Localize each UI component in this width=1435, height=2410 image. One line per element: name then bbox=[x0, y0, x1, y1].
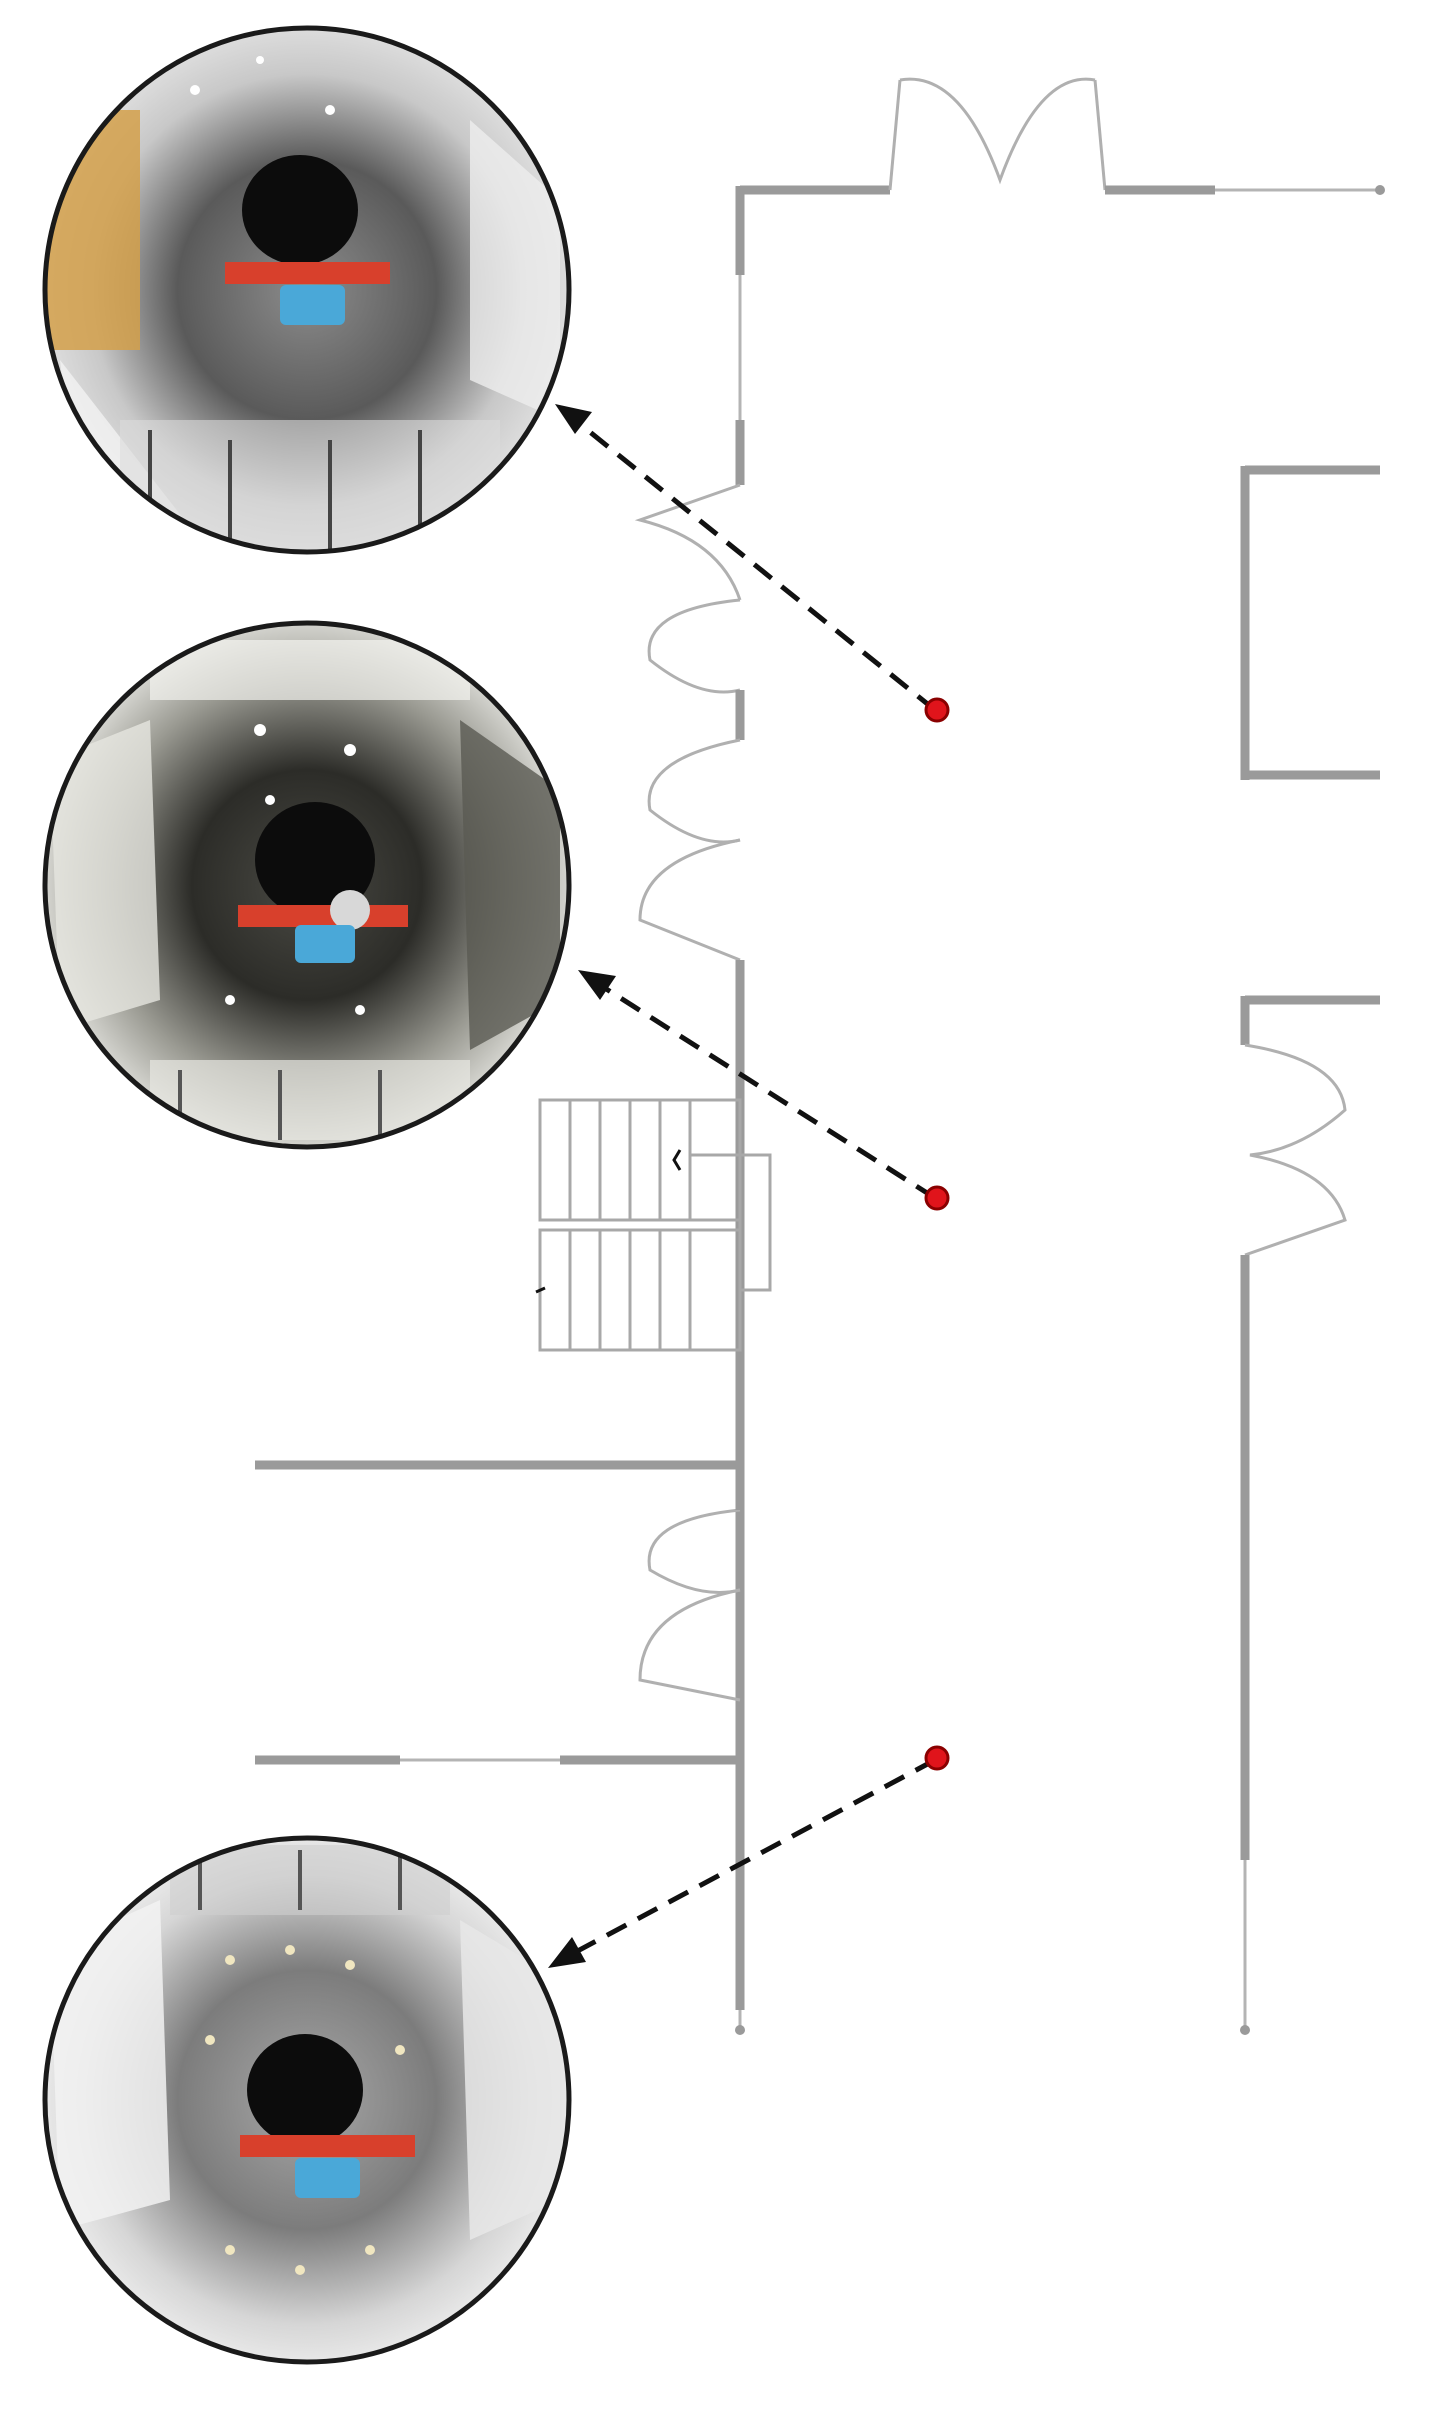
left-side-rooms bbox=[255, 1460, 745, 1765]
robot-bumper-icon bbox=[238, 905, 408, 927]
robot-body-icon bbox=[295, 925, 355, 963]
view-arrows bbox=[548, 404, 937, 1968]
fisheye-view-1 bbox=[42, 25, 572, 555]
top-wall bbox=[735, 77, 1385, 470]
arrow-head-2 bbox=[578, 970, 616, 1000]
right-room bbox=[1240, 465, 1380, 780]
robot-bumper-icon bbox=[240, 2135, 415, 2157]
fisheye-view-2 bbox=[42, 620, 572, 1150]
left-corridor-wall bbox=[634, 470, 745, 2035]
camera-markers bbox=[924, 697, 950, 1771]
robot-body-icon bbox=[295, 2158, 360, 2198]
person-head-icon bbox=[247, 2034, 363, 2146]
floor-plan bbox=[255, 77, 1385, 2035]
camera-position-3-marker[interactable] bbox=[924, 1745, 950, 1771]
camera-position-2-marker[interactable] bbox=[924, 1185, 950, 1211]
arrow-head-3 bbox=[548, 1937, 586, 1968]
arrow-head-1 bbox=[555, 404, 592, 434]
person-head-icon bbox=[255, 802, 375, 918]
person-head-icon bbox=[242, 155, 358, 265]
right-corridor-wall bbox=[1240, 995, 1380, 2035]
staircase bbox=[535, 1098, 772, 1352]
camera-position-1-marker[interactable] bbox=[924, 697, 950, 723]
robot-body-icon bbox=[280, 285, 345, 325]
person-hand-icon bbox=[330, 890, 370, 930]
fisheye-view-3 bbox=[42, 1835, 572, 2365]
robot-bumper-icon bbox=[225, 262, 390, 284]
